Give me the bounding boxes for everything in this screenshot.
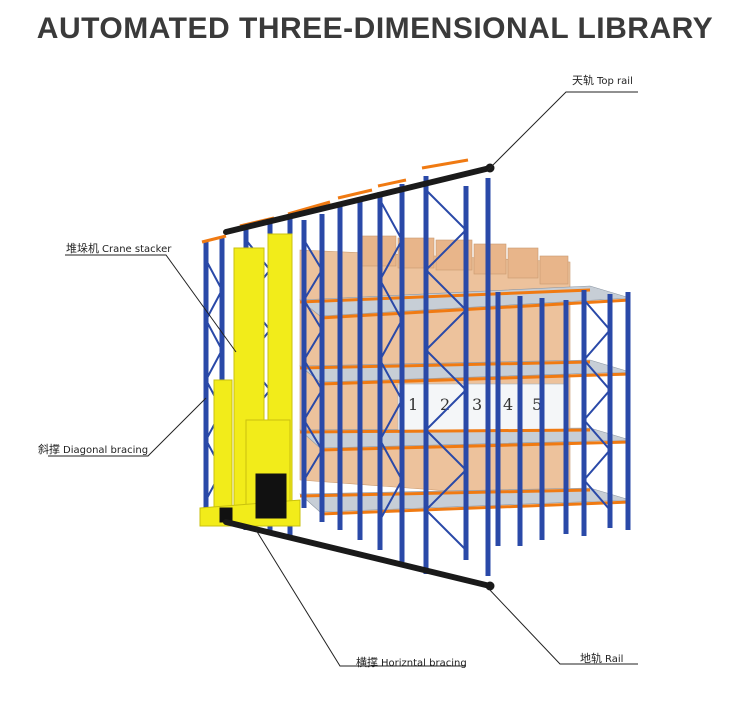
label-horizontal-bracing-en: Horizntal bracing	[381, 658, 467, 669]
label-top-rail-en: Top rail	[597, 76, 633, 87]
label-rail-cn: 地轨	[580, 652, 602, 665]
page-title: AUTOMATED THREE-DIMENSIONAL LIBRARY	[36, 12, 714, 45]
crane-stacker	[199, 233, 301, 527]
label-diagonal-bracing-en: Diagonal bracing	[63, 445, 149, 456]
label-top-rail-cn: 天轨	[572, 74, 594, 87]
leader-rail	[487, 587, 638, 665]
label-crane-stacker-en: Crane stacker	[102, 244, 172, 255]
label-diagonal-bracing-cn: 斜撑	[38, 443, 60, 456]
label-rail-en: Rail	[605, 654, 624, 665]
bay-number-2: 2	[440, 395, 450, 414]
bay-number-1: 1	[408, 395, 418, 414]
diagonal-bracings	[302, 189, 612, 551]
leader-lines	[48, 91, 638, 667]
leader-horizontal-bracing	[255, 529, 466, 667]
leader-top-rail	[487, 91, 638, 171]
leader-diagonal-bracing	[48, 397, 207, 457]
bay-number-5: 5	[532, 395, 542, 414]
bay-number-4: 4	[503, 395, 513, 414]
bay-number-3: 3	[472, 395, 482, 414]
leader-crane-stacker	[65, 254, 237, 353]
label-horizontal-bracing-cn: 横撑	[356, 656, 378, 669]
label-crane-stacker-cn: 堆垛机	[66, 242, 99, 255]
front-uprights	[301, 176, 631, 576]
